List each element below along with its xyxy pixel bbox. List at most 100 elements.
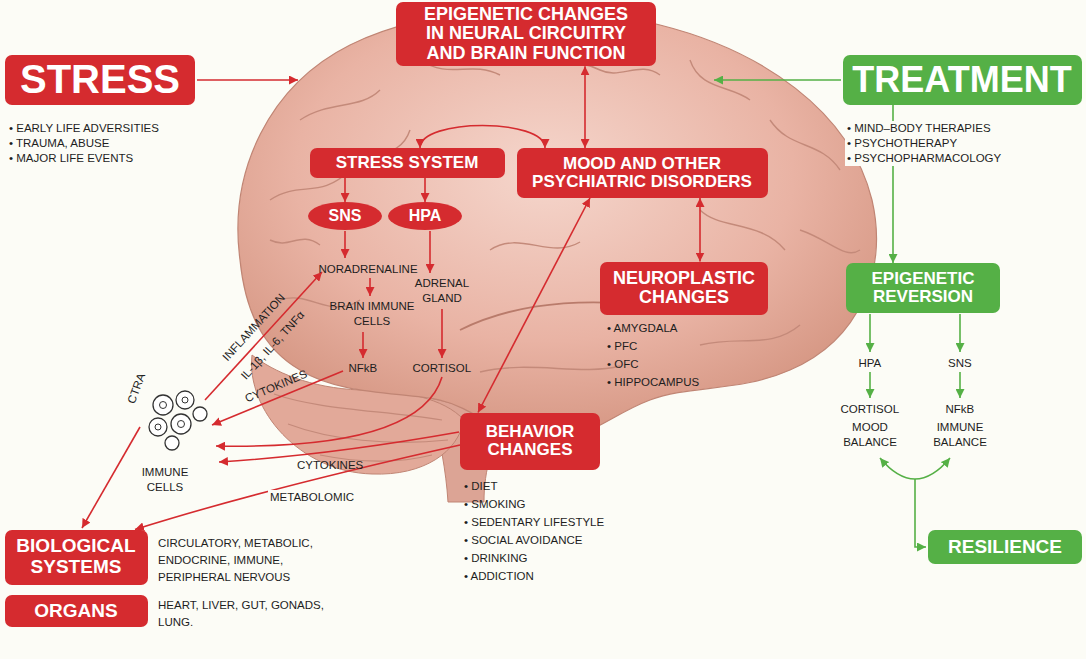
- connector: [699, 198, 701, 262]
- reversion-arrow: [869, 314, 871, 352]
- brain-gyrus: [270, 239, 320, 245]
- cell-nucleus: [155, 424, 161, 430]
- pathway-label: ADRENAL GLAND: [408, 276, 476, 306]
- pathway-arrow: [362, 332, 364, 358]
- line-label: CTRA: [123, 369, 149, 407]
- treatment-box: TREATMENT: [843, 55, 1082, 105]
- node-text: TREATMENT: [852, 61, 1071, 100]
- bullet-item: • PSYCHOPHARMACOLOGY: [845, 151, 1003, 166]
- disorder-box: MOOD AND OTHER PSYCHIATRIC DISORDERS: [517, 148, 768, 198]
- cell-nucleus: [160, 402, 167, 409]
- hpa-ellipse: HPA: [388, 202, 462, 230]
- node-text: NEUROPLASTIC CHANGES: [606, 269, 762, 308]
- immune-arrow: [82, 427, 140, 528]
- bullet-item: • EARLY LIFE ADVERSITIES: [7, 121, 161, 136]
- bullet-item: • PSYCHOTHERAPY: [845, 136, 959, 151]
- immune-cells-icon: [149, 391, 207, 450]
- reversion-box: EPIGENETIC REVERSION: [846, 263, 1000, 313]
- cortisol-arrow: [216, 377, 442, 446]
- organs-box: ORGANS: [5, 595, 148, 627]
- biological-systems-box: BIOLOGICAL SYSTEMS: [5, 530, 148, 585]
- edge-label: METABOLOMIC: [268, 490, 356, 505]
- bullet-item: • DRINKING: [462, 551, 529, 566]
- pathway-label: SNS: [946, 356, 974, 371]
- bullet-item: • DIET: [462, 479, 499, 494]
- connector: [478, 198, 590, 413]
- bullet-item: • SOCIAL AVOIDANCE: [462, 533, 584, 548]
- brain-fold: [274, 394, 442, 420]
- line-label: CYTOKINES: [295, 458, 365, 473]
- resilience-arrow: [915, 479, 926, 547]
- brain-gyrus: [770, 120, 840, 170]
- balance-arc: [880, 458, 950, 479]
- pathway-arrow: [344, 231, 346, 258]
- reversion-arrow: [869, 372, 871, 398]
- treatment-arrow: [714, 79, 841, 81]
- immune-cell: [149, 418, 167, 436]
- node-text: HPA: [409, 207, 442, 224]
- stress-system-box: STRESS SYSTEM: [310, 148, 505, 178]
- icon-label: IMMUNE CELLS: [135, 465, 195, 495]
- bullet-item: • AMYGDALA: [605, 321, 680, 336]
- immune-cell: [193, 407, 207, 421]
- pathway-label: CORTISOL: [411, 361, 474, 376]
- stress-arrow: [197, 79, 298, 81]
- immune-cell: [171, 414, 191, 434]
- pathway-label: CORTISOL: [839, 402, 902, 417]
- node-text: BEHAVIOR CHANGES: [466, 423, 594, 460]
- connector: [420, 126, 545, 149]
- organ-list: HEART, LIVER, GUT, GONADS, LUNG.: [156, 597, 350, 631]
- bullet-item: • TRAUMA, ABUSE: [7, 136, 111, 151]
- bullet-item: • OFC: [605, 357, 641, 372]
- sns-ellipse: SNS: [308, 202, 382, 230]
- connector: [584, 66, 586, 148]
- node-text: SNS: [329, 207, 362, 224]
- brain-gyrus: [700, 210, 785, 250]
- immune-cell: [153, 395, 173, 415]
- cytokine-arrow: [219, 432, 459, 462]
- connector: [135, 445, 460, 530]
- bullet-item: • ADDICTION: [462, 569, 536, 584]
- bullet-item: • MAJOR LIFE EVENTS: [7, 151, 135, 166]
- brain-gyrus: [700, 325, 800, 345]
- balance-label: IMMUNE BALANCE: [927, 420, 993, 450]
- immune-cell: [165, 436, 179, 450]
- node-text: RESILIENCE: [948, 537, 1062, 558]
- pathway-label: HPA: [857, 356, 884, 371]
- connector: [424, 178, 426, 202]
- bullet-item: • MIND–BODY THERAPIES: [845, 121, 993, 136]
- bullet-item: • HIPPOCAMPUS: [605, 375, 701, 390]
- pathway-arrow: [429, 231, 431, 273]
- neuroplastic-box: NEUROPLASTIC CHANGES: [600, 262, 768, 315]
- cell-nucleus: [182, 397, 188, 403]
- stress-box: STRESS: [5, 55, 195, 105]
- pathway-label: BRAIN IMMUNE CELLS: [324, 299, 420, 329]
- node-text: STRESS: [20, 58, 180, 101]
- pathway-label: NFkB: [944, 402, 977, 417]
- resilience-box: RESILIENCE: [928, 530, 1082, 564]
- brain-gyrus: [300, 90, 380, 120]
- epigenetic-box: EPIGENETIC CHANGES IN NEURAL CIRCUITRY A…: [396, 2, 656, 66]
- node-text: ORGANS: [34, 601, 117, 622]
- ellipse-shape: [388, 202, 462, 230]
- pathway-label: NFkB: [347, 361, 380, 376]
- bullet-item: • PFC: [605, 339, 639, 354]
- immune-cell: [176, 391, 194, 409]
- bullet-item: • SEDENTARY LIFESTYLE: [462, 515, 606, 530]
- pathway-label: NORADRENALINE: [317, 262, 420, 277]
- brain-gyrus: [800, 230, 860, 253]
- bullet-item: • SMOKING: [462, 497, 528, 512]
- system-list: CIRCULATORY, METABOLIC, ENDOCRINE, IMMUN…: [156, 535, 350, 586]
- balance-label: MOOD BALANCE: [837, 420, 903, 450]
- connector: [344, 178, 346, 202]
- cell-nucleus: [178, 421, 185, 428]
- reversion-arrow: [959, 372, 961, 398]
- pathway-arrow: [369, 278, 371, 296]
- node-text: STRESS SYSTEM: [336, 154, 479, 172]
- pathway-arrow: [441, 309, 443, 358]
- node-text: BIOLOGICAL SYSTEMS: [11, 536, 142, 577]
- behavior-box: BEHAVIOR CHANGES: [460, 413, 600, 470]
- node-text: MOOD AND OTHER PSYCHIATRIC DISORDERS: [523, 155, 762, 192]
